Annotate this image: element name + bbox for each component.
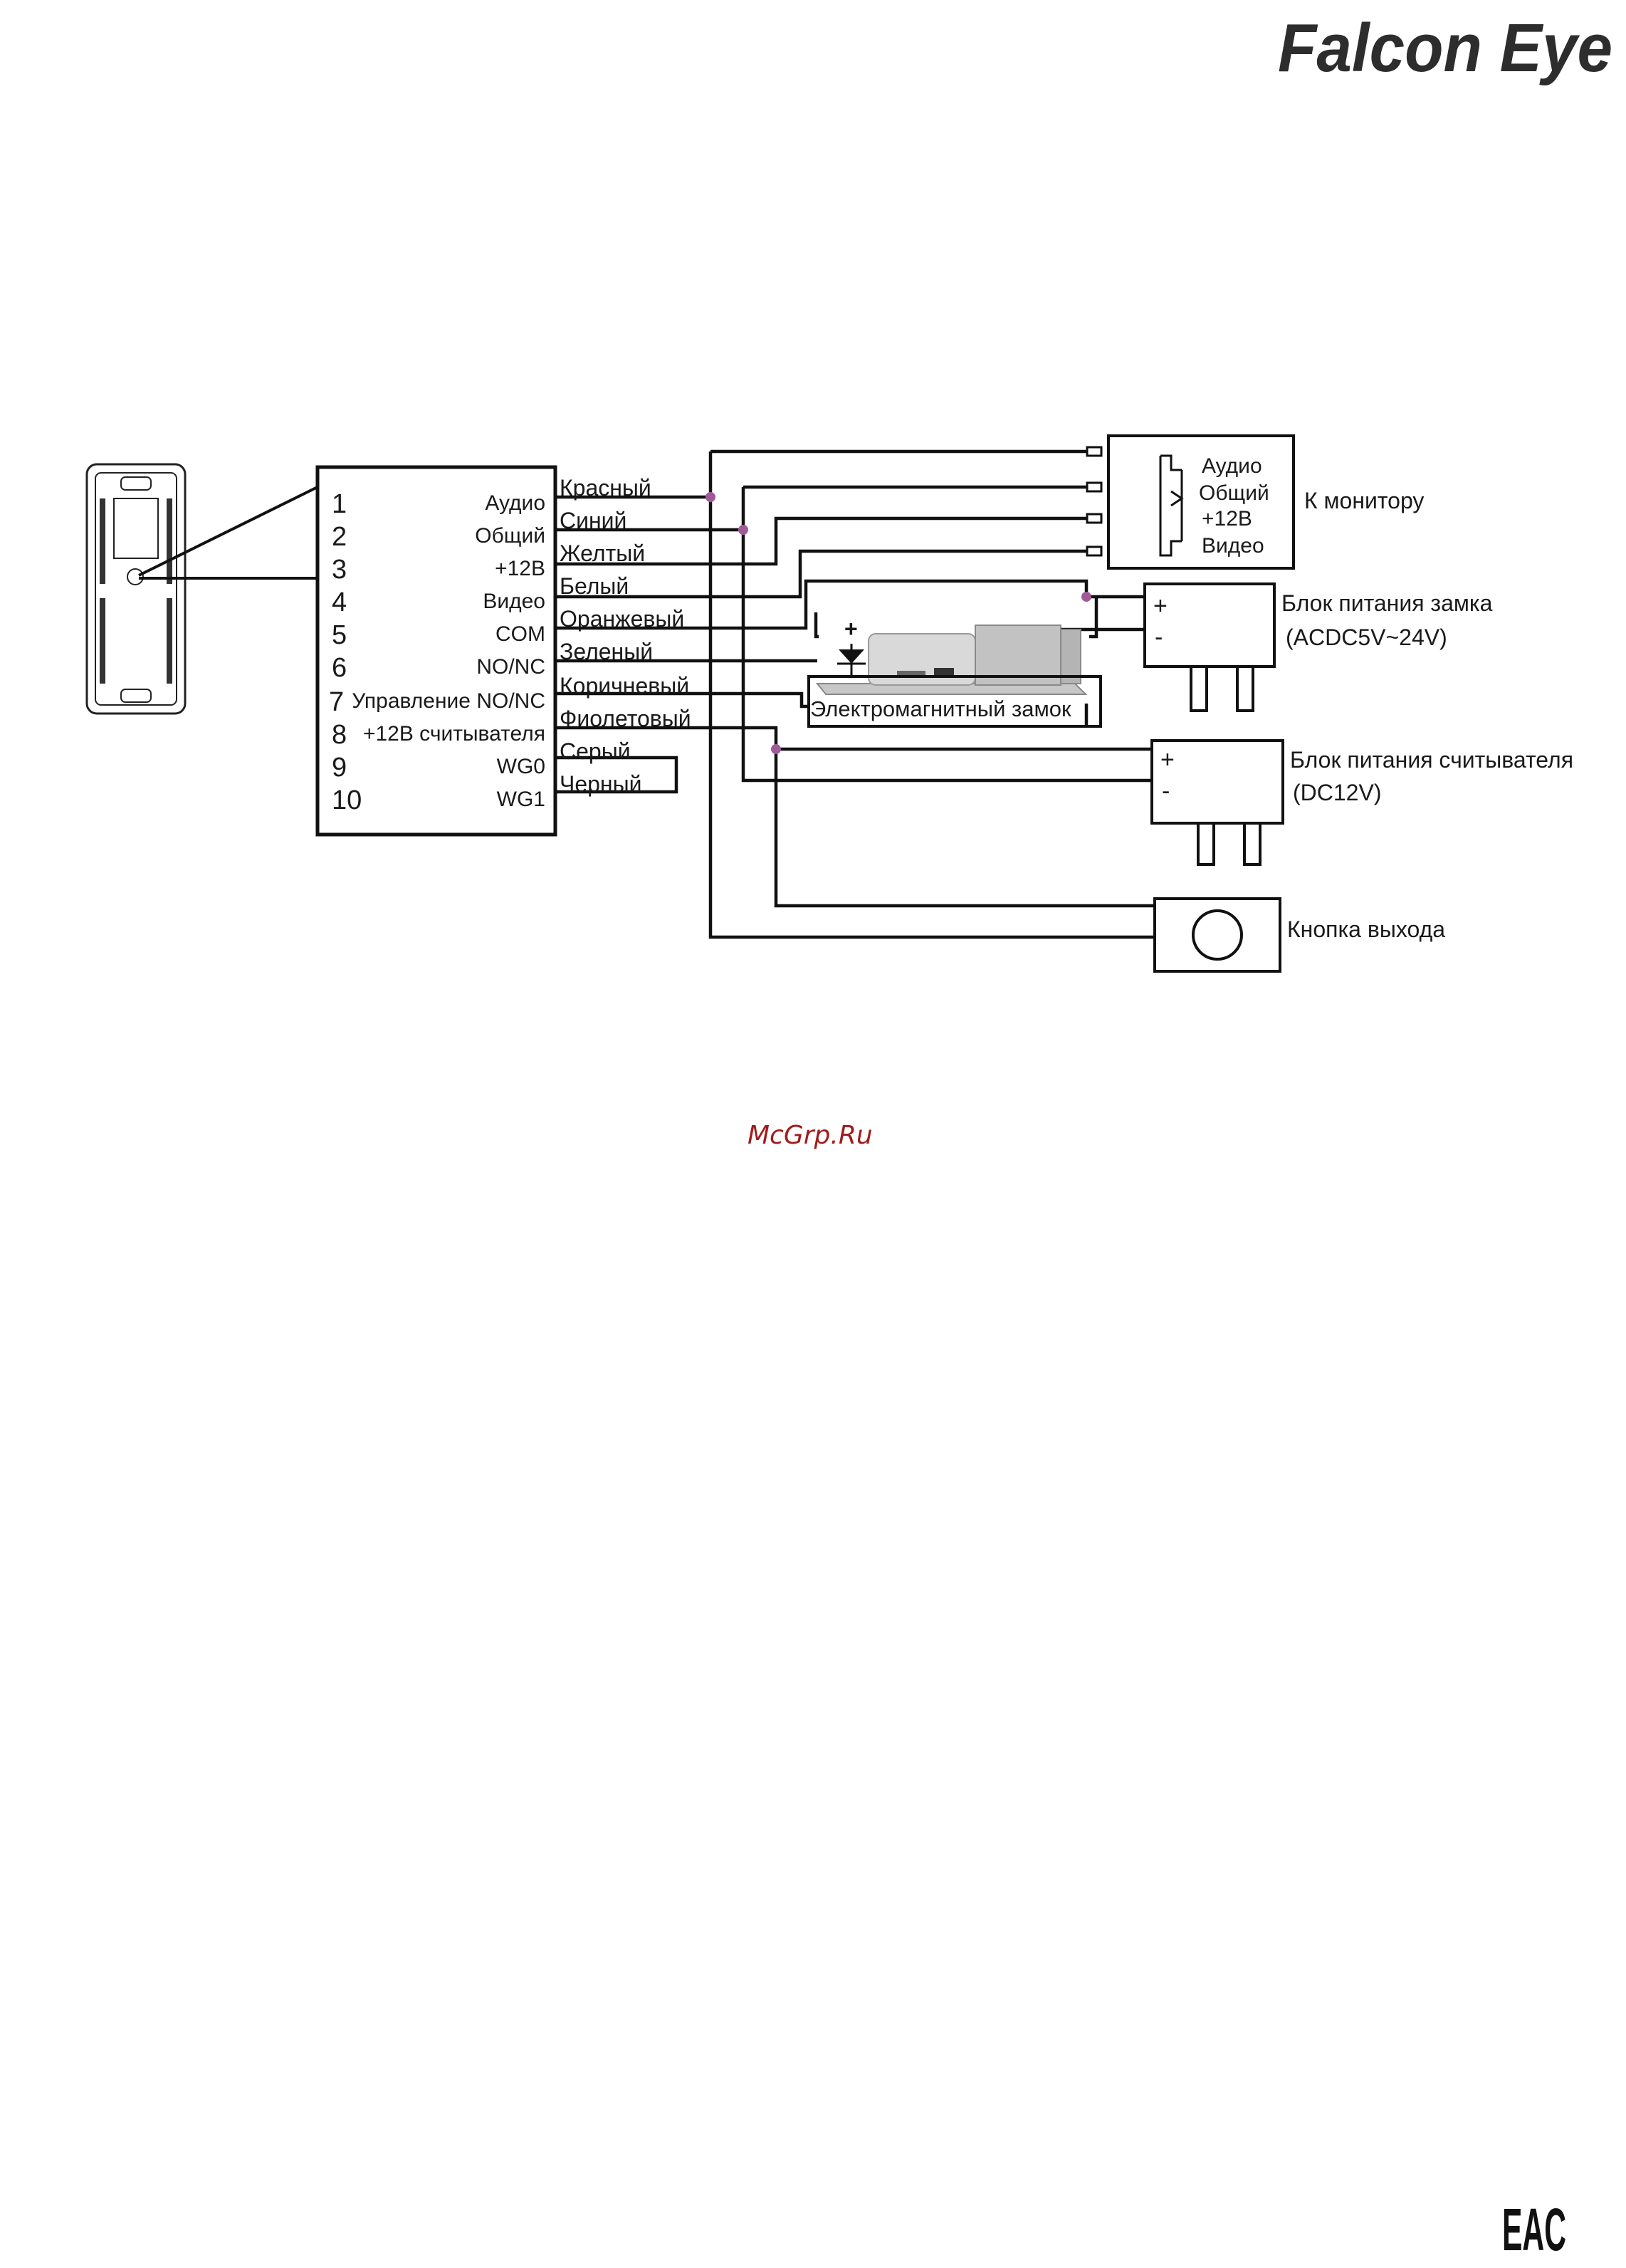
junctions xyxy=(706,492,1091,754)
wire-color-label: Желтый xyxy=(560,540,645,566)
junction-dot xyxy=(1081,592,1091,602)
terminal-number: 10 xyxy=(332,785,362,815)
wire xyxy=(555,549,1087,599)
terminal-label: WG1 xyxy=(497,788,545,811)
wire-color-label: Синий xyxy=(560,508,626,533)
terminal-block xyxy=(315,465,557,837)
reader-psu: + - xyxy=(1150,739,1284,866)
electromagnetic-lock: + Электромагнитный замок xyxy=(807,616,1102,728)
brand-logo: Falcon Eye xyxy=(1278,10,1612,86)
monitor-label: К монитору xyxy=(1304,488,1424,513)
monitor-pin-label: Общий xyxy=(1199,481,1269,505)
terminal-label: Общий xyxy=(475,524,545,548)
terminal-number: 8 xyxy=(332,720,347,750)
reader-psu-minus: - xyxy=(1162,778,1170,805)
terminal-rows: 1 Аудио 2 Общий 3 +12В 4 Видео 5 COM 6 NO/NC 7 Управл… xyxy=(329,489,545,815)
monitor-pin-label: Видео xyxy=(1202,534,1264,558)
wire-color-label: Красный xyxy=(560,475,651,501)
terminal-label: Видео xyxy=(483,590,545,613)
lock-psu: + - xyxy=(1143,582,1276,712)
exit-button-label: Кнопка выхода xyxy=(1287,916,1445,942)
exit-button xyxy=(1153,897,1281,973)
wire xyxy=(741,487,1152,783)
monitor-pin-label: +12В xyxy=(1202,507,1252,531)
reader-psu-title: Блок питания считывателя xyxy=(1290,747,1573,773)
terminal-number: 4 xyxy=(332,587,347,617)
terminal-number: 5 xyxy=(332,620,347,650)
terminal-label: Управление NO/NC xyxy=(352,689,545,713)
wire xyxy=(555,726,1152,751)
lock-psu-plus: + xyxy=(1153,592,1168,620)
wire xyxy=(555,691,809,709)
wire-color-label: Зеленый xyxy=(560,639,653,664)
wire xyxy=(708,451,1155,939)
wire xyxy=(555,516,1087,566)
terminal-number: 7 xyxy=(329,687,344,717)
terminal-label: Аудио xyxy=(485,491,545,515)
terminal-number: 1 xyxy=(332,489,347,519)
terminal-number: 3 xyxy=(332,555,347,585)
wire-color-label: Оранжевый xyxy=(560,606,684,632)
eac-mark: EAC xyxy=(1502,2196,1566,2263)
terminal-number: 6 xyxy=(332,653,347,683)
lock-psu-minus: - xyxy=(1155,624,1163,651)
junction-dot xyxy=(738,525,748,535)
lock-plus: + xyxy=(844,616,858,642)
junction-dot xyxy=(706,492,715,502)
monitor-pin-label: Аудио xyxy=(1202,454,1262,478)
wire-color-label: Серый xyxy=(560,738,631,764)
terminal-label: WG0 xyxy=(497,755,545,778)
lock-label: Электромагнитный замок xyxy=(810,696,1071,721)
wire-color-label: Коричневый xyxy=(560,673,689,699)
reader-psu-plus: + xyxy=(1160,746,1175,773)
monitor-connector: Аудио Общий +12В Видео xyxy=(1086,434,1295,570)
leader-lines xyxy=(138,486,318,580)
terminal-label: +12В xyxy=(495,557,545,580)
terminal-number: 2 xyxy=(332,522,347,552)
reader-psu-spec: (DC12V) xyxy=(1293,780,1381,805)
wire-color-label: Белый xyxy=(560,573,629,599)
junction-dot xyxy=(771,744,781,754)
terminal-label: +12В считывателя xyxy=(363,722,545,746)
wire-color-label: Черный xyxy=(560,771,641,797)
terminal-number: 9 xyxy=(332,753,347,783)
wire xyxy=(774,749,1155,908)
terminal-label: COM xyxy=(495,622,545,646)
wire xyxy=(555,756,678,794)
wire-color-label: Фиолетовый xyxy=(560,706,691,731)
wire-labels: КрасныйСинийЖелтыйБелыйОранжевыйЗеленыйК… xyxy=(560,475,691,797)
lock-psu-title: Блок питания замка xyxy=(1281,590,1493,616)
call-panel-device xyxy=(85,463,187,715)
watermark: McGrp.Ru xyxy=(748,1121,873,1150)
lock-psu-spec: (ACDC5V~24V) xyxy=(1286,625,1447,650)
terminal-label: NO/NC xyxy=(476,655,545,679)
